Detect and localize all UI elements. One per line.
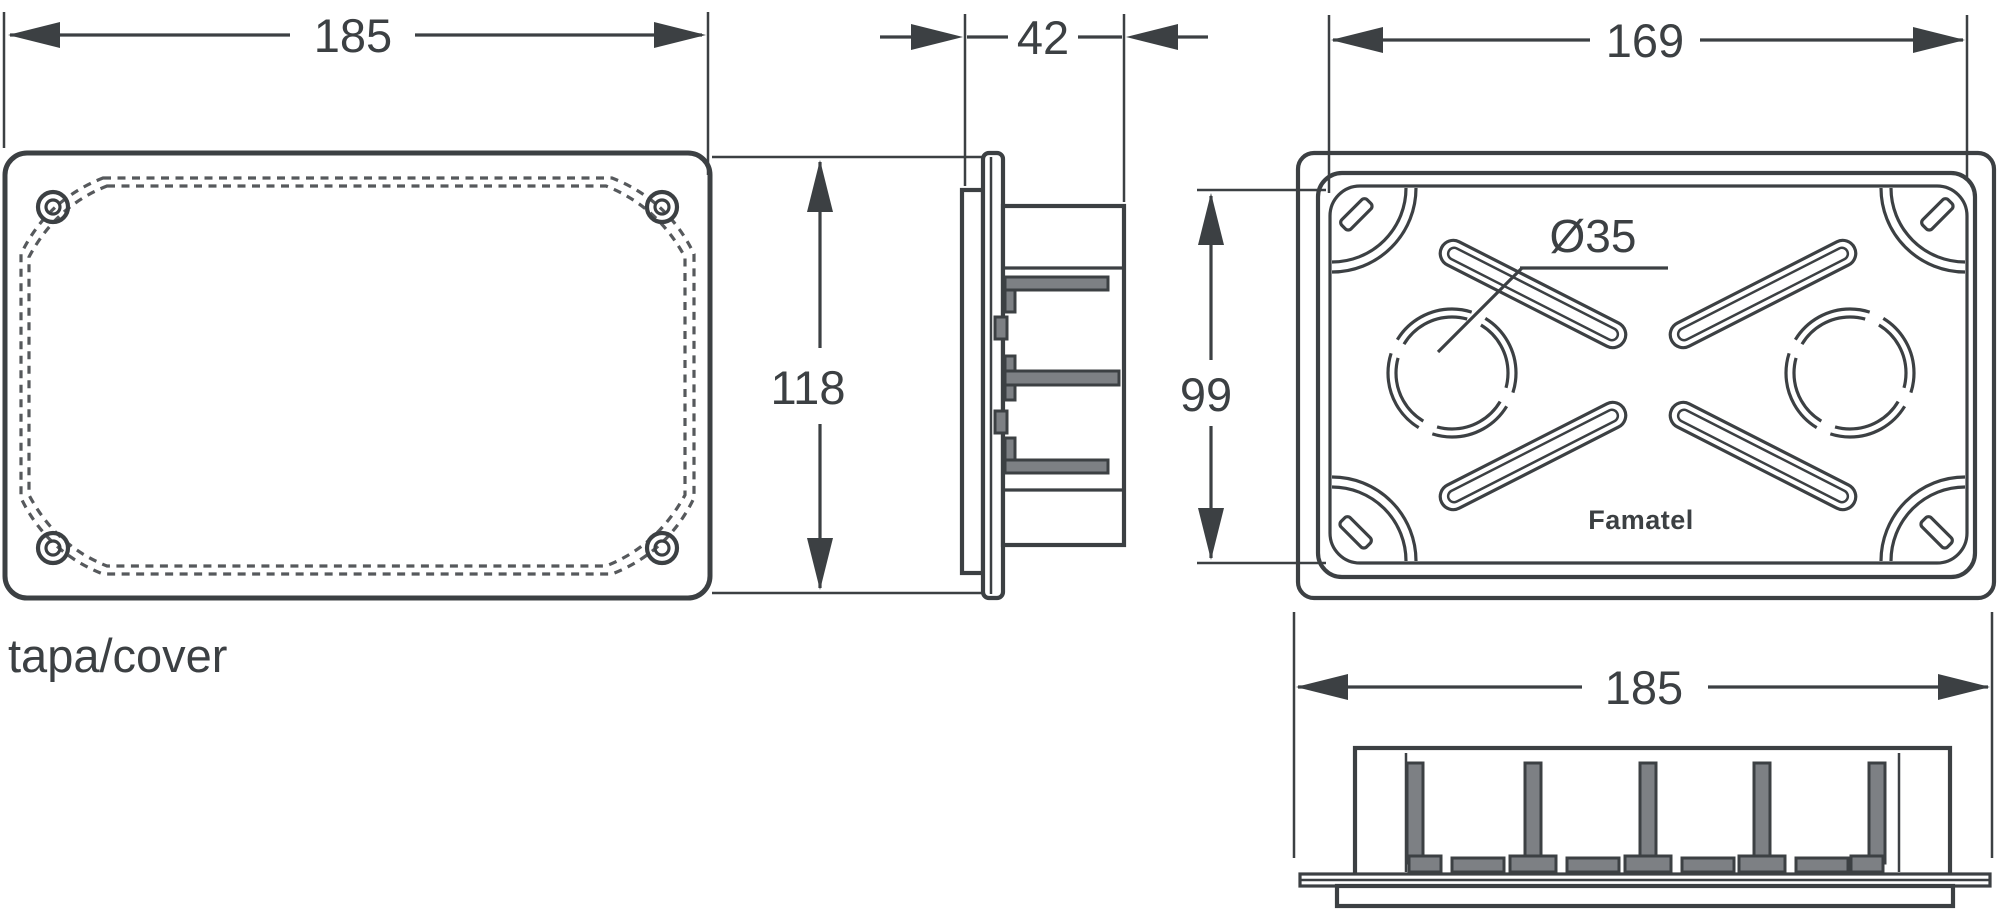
- cover-front-view: [2, 150, 713, 601]
- side-view: [959, 150, 1127, 601]
- dim-side-depth: 42: [880, 10, 1208, 202]
- corner-arc: [1879, 475, 1966, 562]
- dim-box-back-width-label: 169: [1606, 14, 1684, 67]
- separator-post: [1405, 761, 1443, 874]
- dim-knockout-diameter-label: Ø35: [1550, 210, 1637, 262]
- knockout-slot: [1668, 238, 1858, 350]
- box-bottom-view: [1298, 745, 1992, 909]
- gasket-dashed-outline-outer: [19, 176, 696, 576]
- mounting-rail: [1003, 354, 1121, 402]
- side-flange: [959, 187, 986, 576]
- dim-cover-width: 185: [2, 8, 710, 175]
- knockout-slot: [1438, 238, 1628, 350]
- gasket-dashed-outline-inner: [27, 184, 687, 568]
- arrowhead: [8, 22, 60, 48]
- bottom-cover-strip: [1334, 883, 1956, 909]
- rail-segment: [1450, 856, 1506, 874]
- separator-post: [1849, 761, 1887, 874]
- corner-screw: [35, 189, 71, 225]
- brand-logo: Famatel: [1588, 505, 1694, 535]
- separator-post: [1508, 761, 1558, 874]
- corner-arc: [1879, 187, 1966, 274]
- knockout-circle: [1386, 307, 1518, 439]
- knockout-slot: [1438, 400, 1628, 512]
- corner-screw: [644, 189, 680, 225]
- dim-cover-width-label: 185: [314, 9, 392, 62]
- cover-outline: [2, 150, 713, 601]
- arrowhead: [1938, 674, 1990, 700]
- corner-latch-slot: [1338, 515, 1373, 550]
- clip-detail: [993, 315, 1009, 341]
- dim-box-back-width: 169: [1327, 13, 1969, 193]
- mounting-rail: [1003, 436, 1110, 475]
- corner-latch-slot: [1920, 197, 1955, 232]
- mounting-rail: [1003, 275, 1110, 314]
- arrowhead: [1198, 193, 1224, 245]
- back-inner-outline: [1328, 184, 1969, 565]
- rail-segment: [1680, 856, 1736, 874]
- arrowhead: [807, 538, 833, 590]
- dim-side-depth-label: 42: [1017, 11, 1069, 64]
- corner-latch-slot: [1919, 515, 1954, 550]
- knockout-diameter-callout: Ø35: [1436, 203, 1668, 354]
- arrowhead: [1198, 508, 1224, 560]
- corner-latch-slot: [1339, 197, 1374, 232]
- box-back-view: Ø35 Famatel: [1295, 150, 1997, 601]
- dim-box-back-height: 99: [1172, 188, 1326, 565]
- arrowhead: [911, 24, 963, 50]
- arrowhead: [1331, 27, 1383, 53]
- cover-caption: tapa/cover: [8, 629, 227, 682]
- side-cover-plate: [980, 150, 1006, 601]
- arrowhead: [1126, 24, 1178, 50]
- arrowhead: [1913, 27, 1965, 53]
- clip-detail: [993, 409, 1009, 435]
- dim-bottom-width-label: 185: [1605, 661, 1683, 714]
- arrowhead: [1296, 674, 1348, 700]
- dim-bottom-width: 185: [1292, 612, 1994, 858]
- separator-post: [1737, 761, 1787, 874]
- knockout-circle: [1784, 307, 1916, 439]
- dim-cover-height: 118: [712, 155, 983, 595]
- corner-screw: [35, 530, 71, 566]
- separator-post: [1623, 761, 1673, 874]
- corner-arc: [1331, 475, 1418, 562]
- arrowhead: [807, 160, 833, 212]
- dim-box-back-height-label: 99: [1180, 368, 1232, 421]
- corner-arc: [1331, 187, 1418, 274]
- rail-segment: [1794, 856, 1850, 874]
- corner-screw: [644, 530, 680, 566]
- diameter-leader-line: [1436, 266, 1524, 354]
- dim-cover-height-label: 118: [771, 361, 846, 414]
- arrowhead: [654, 22, 706, 48]
- knockout-slot: [1668, 400, 1858, 512]
- rail-segment: [1565, 856, 1621, 874]
